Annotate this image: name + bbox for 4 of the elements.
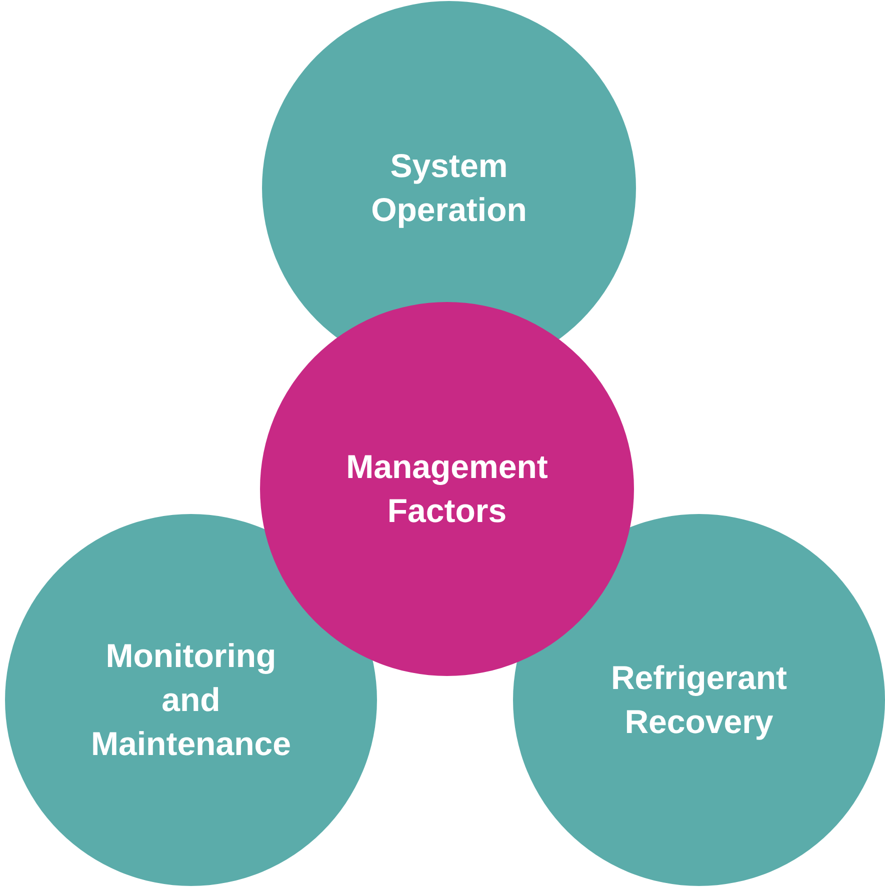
node-label: Monitoring and Maintenance <box>90 636 292 764</box>
node-label: Refrigerant Recovery <box>610 658 788 742</box>
node-label: System Operation <box>370 146 528 230</box>
node-label: Management Factors <box>345 447 549 531</box>
